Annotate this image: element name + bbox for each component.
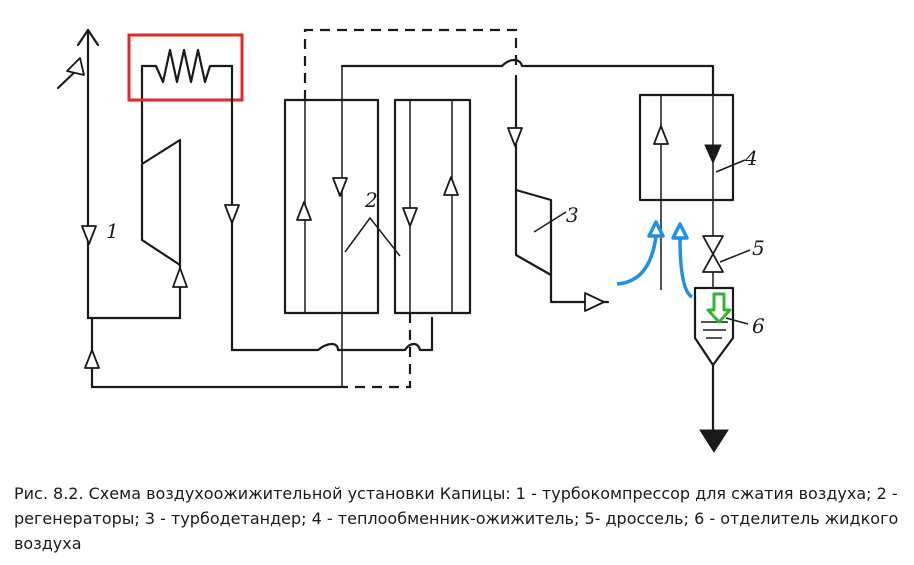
label-separator: 6	[752, 314, 765, 338]
liquid-flow-arrow	[706, 292, 732, 324]
kapitsa-scheme-diagram: 1 2 3 4	[56, 28, 765, 453]
flow-arrow-up	[84, 349, 100, 369]
flow-arrow-right	[584, 292, 605, 312]
label-compressor: 1	[106, 219, 119, 243]
flow-arrow-up	[172, 267, 188, 288]
flow-arrow-down-solid	[704, 144, 722, 165]
flow-arrow-down	[402, 207, 418, 227]
label-heat-exchanger: 4	[744, 146, 758, 170]
heat-exchanger	[638, 93, 735, 202]
flow-arrow-up	[296, 201, 312, 221]
flow-arrow-down	[332, 177, 348, 197]
heater-highlight-box	[127, 33, 244, 102]
turbocompressor	[140, 138, 182, 320]
air-inlet	[56, 28, 100, 320]
regenerator-left	[283, 98, 380, 315]
label-throttle: 5	[752, 236, 765, 260]
flow-arrow-down	[507, 127, 523, 147]
regenerator-right	[393, 98, 472, 315]
heater-coil	[140, 48, 234, 164]
liquid-outlet-arrow	[699, 429, 729, 453]
turbodetander	[514, 188, 553, 277]
liquid-air-separator	[693, 286, 735, 432]
label-regenerators: 2	[364, 188, 378, 212]
label-expander: 3	[566, 203, 579, 227]
throttle-valve	[702, 235, 724, 273]
flow-arrow-up	[443, 176, 459, 196]
flow-arrow-up	[653, 125, 669, 145]
flow-arrow-down	[224, 204, 240, 224]
flow-arrow-down	[81, 225, 97, 245]
figure-caption: Рис. 8.2. Схема воздухоожижительной уста…	[14, 484, 899, 553]
cold-flow-arrows	[616, 220, 694, 299]
